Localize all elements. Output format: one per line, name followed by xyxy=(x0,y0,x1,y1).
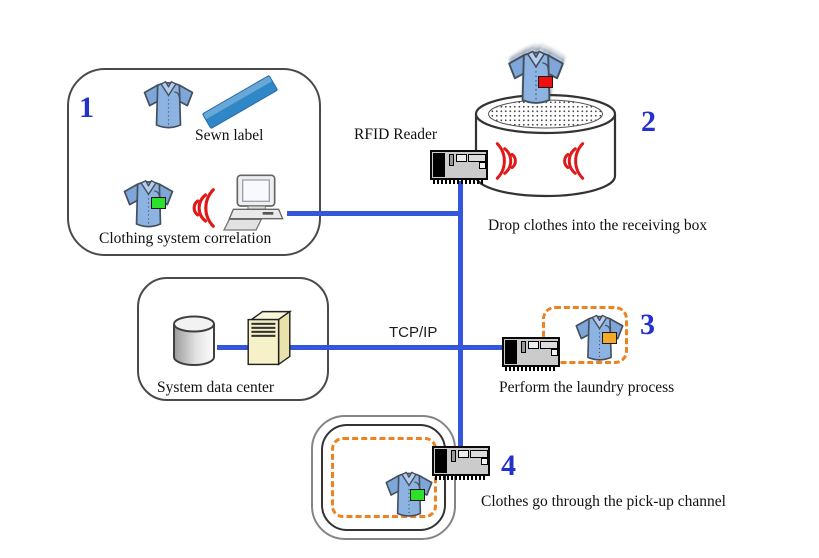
green-rfid-tag xyxy=(151,197,166,209)
signal-waves-icon xyxy=(186,188,218,228)
line-correlation-to-trunk xyxy=(287,211,462,216)
signal-waves-right-icon xyxy=(494,142,522,180)
green-rfid-tag-pickup xyxy=(410,489,425,501)
data-center-box xyxy=(137,277,329,401)
computer-icon xyxy=(221,174,291,234)
orange-rfid-tag xyxy=(602,332,617,344)
correlation-caption: Clothing system correlation xyxy=(99,230,272,247)
line-network-trunk xyxy=(458,181,463,448)
shirt-green-tag-icon xyxy=(120,176,177,231)
line-tcpip xyxy=(217,345,503,350)
step4-caption: Clothes go through the pick-up channel xyxy=(481,493,726,510)
step2-number: 2 xyxy=(641,105,656,138)
step3-caption: Perform the laundry process xyxy=(499,379,675,396)
rfid-reader-device-3 xyxy=(432,446,490,480)
step2-caption: Drop clothes into the receiving box xyxy=(488,217,708,234)
shirt-orange-tag-icon xyxy=(571,311,628,364)
data-center-caption: System data center xyxy=(157,379,275,396)
signal-waves-left-icon xyxy=(558,142,586,180)
tcpip-caption: TCP/IP xyxy=(389,324,438,341)
step4-number: 4 xyxy=(501,449,516,482)
shirt-green-tag-pickup-icon xyxy=(381,468,437,520)
falling-shirt-red-tag-icon xyxy=(504,42,568,112)
rfid-reader-caption: RFID Reader xyxy=(354,126,438,143)
red-rfid-tag xyxy=(538,76,553,88)
laundry-zone-dashed-box xyxy=(542,306,628,364)
step1-box xyxy=(67,68,321,256)
step3-number: 3 xyxy=(640,308,655,341)
sewn-label-caption: Sewn label xyxy=(195,127,264,144)
database-cylinder-icon xyxy=(172,315,216,367)
rfid-reader-device-1 xyxy=(430,150,488,184)
step1-number: 1 xyxy=(79,91,94,124)
rfid-reader-device-2 xyxy=(502,337,560,371)
shirt-plain-icon xyxy=(140,76,197,133)
server-icon xyxy=(245,309,293,367)
